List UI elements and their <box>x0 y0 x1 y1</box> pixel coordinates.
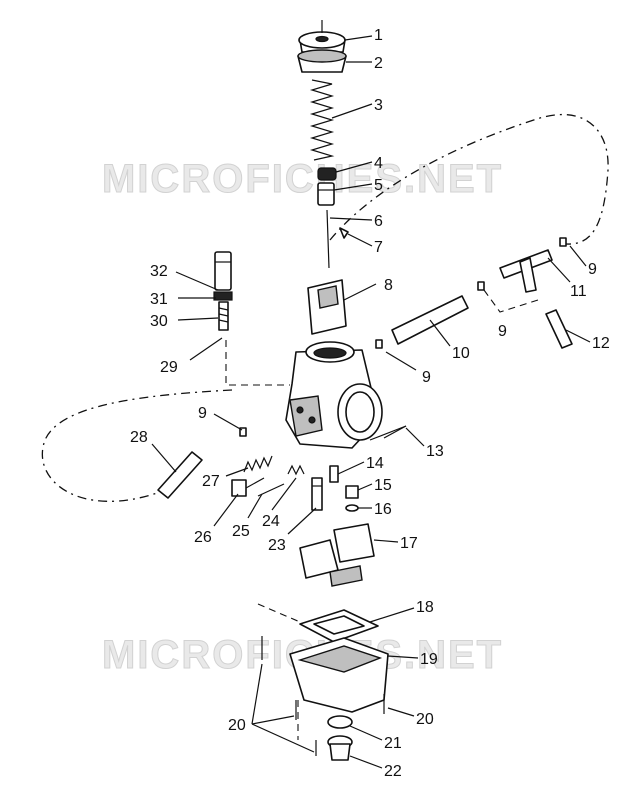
callout-26: 26 <box>194 529 212 546</box>
callout-13: 13 <box>426 443 444 460</box>
callout-2: 2 <box>374 55 383 72</box>
part-17-float <box>299 523 375 587</box>
callout-22: 22 <box>384 763 402 780</box>
callout-4: 4 <box>374 155 383 172</box>
part-18-gasket <box>299 609 379 643</box>
callout-31: 31 <box>150 291 168 308</box>
part-23-jet <box>311 477 323 511</box>
carburetor-body <box>285 341 407 449</box>
part-7-clip <box>339 227 349 239</box>
part-27-spring <box>243 455 273 473</box>
part-13-pin <box>383 425 407 439</box>
callout-18: 18 <box>416 599 434 616</box>
part-24-spring <box>287 464 305 476</box>
callout-19: 19 <box>420 651 438 668</box>
dashed-link-9 <box>483 289 539 313</box>
callout-numbers: 1 2 3 4 5 6 7 8 9 9 9 9 10 11 12 13 14 1… <box>130 27 610 780</box>
callout-7: 7 <box>374 239 383 256</box>
part-28-hose <box>157 451 203 499</box>
callout-11: 11 <box>570 283 587 300</box>
dashed-link-18 <box>257 603 301 623</box>
part-12-hose <box>545 309 573 349</box>
part-9-clamps <box>239 237 567 437</box>
callout-20-left: 20 <box>228 717 246 734</box>
part-20-bolts <box>261 636 385 756</box>
part-19-float-bowl <box>289 637 389 713</box>
callout-23: 23 <box>268 537 286 554</box>
callout-3: 3 <box>374 97 383 114</box>
part-25-screw <box>257 483 285 497</box>
callout-32: 32 <box>150 263 168 280</box>
callout-leaders <box>151 35 591 769</box>
callout-5: 5 <box>374 177 383 194</box>
part-31-nut <box>213 291 233 301</box>
callout-20-right: 20 <box>416 711 434 728</box>
part-30-screw <box>218 301 229 331</box>
callout-27: 27 <box>202 473 220 490</box>
callout-24: 24 <box>262 513 280 530</box>
callout-12: 12 <box>592 335 610 352</box>
part-5-holder <box>317 182 335 206</box>
callout-29: 29 <box>160 359 178 376</box>
callout-9-left: 9 <box>198 405 207 422</box>
part-1-cap <box>298 20 346 53</box>
watermark-top: MICROFICHES.NET <box>102 157 503 201</box>
part-16-oring <box>345 504 359 512</box>
part-26-screw <box>231 477 265 497</box>
part-21-oring <box>327 715 353 729</box>
callout-15: 15 <box>374 477 392 494</box>
part-15-jet <box>345 485 359 499</box>
part-32-adjuster <box>214 251 232 291</box>
callout-9-body: 9 <box>422 369 431 386</box>
callout-14: 14 <box>366 455 384 472</box>
callout-6: 6 <box>374 213 383 230</box>
part-6-needle <box>326 209 330 269</box>
callout-28: 28 <box>130 429 148 446</box>
part-2-cap-base <box>297 49 347 73</box>
part-8-throttle-slide <box>307 279 347 335</box>
callout-9-right: 9 <box>588 261 597 278</box>
vent-hose-loop <box>41 113 609 502</box>
dashed-link-29 <box>225 340 290 386</box>
callout-1: 1 <box>374 27 383 44</box>
part-22-plug <box>327 735 353 761</box>
part-14-jet <box>329 465 339 483</box>
part-11-tee <box>499 249 553 293</box>
callout-16: 16 <box>374 501 392 518</box>
callout-17: 17 <box>400 535 418 552</box>
part-3-spring <box>309 79 335 161</box>
callout-8: 8 <box>384 277 393 294</box>
callout-25: 25 <box>232 523 250 540</box>
callout-9-middle: 9 <box>498 323 507 340</box>
part-4-washer <box>317 167 337 181</box>
callout-10: 10 <box>452 345 470 362</box>
callout-21: 21 <box>384 735 402 752</box>
callout-30: 30 <box>150 313 168 330</box>
